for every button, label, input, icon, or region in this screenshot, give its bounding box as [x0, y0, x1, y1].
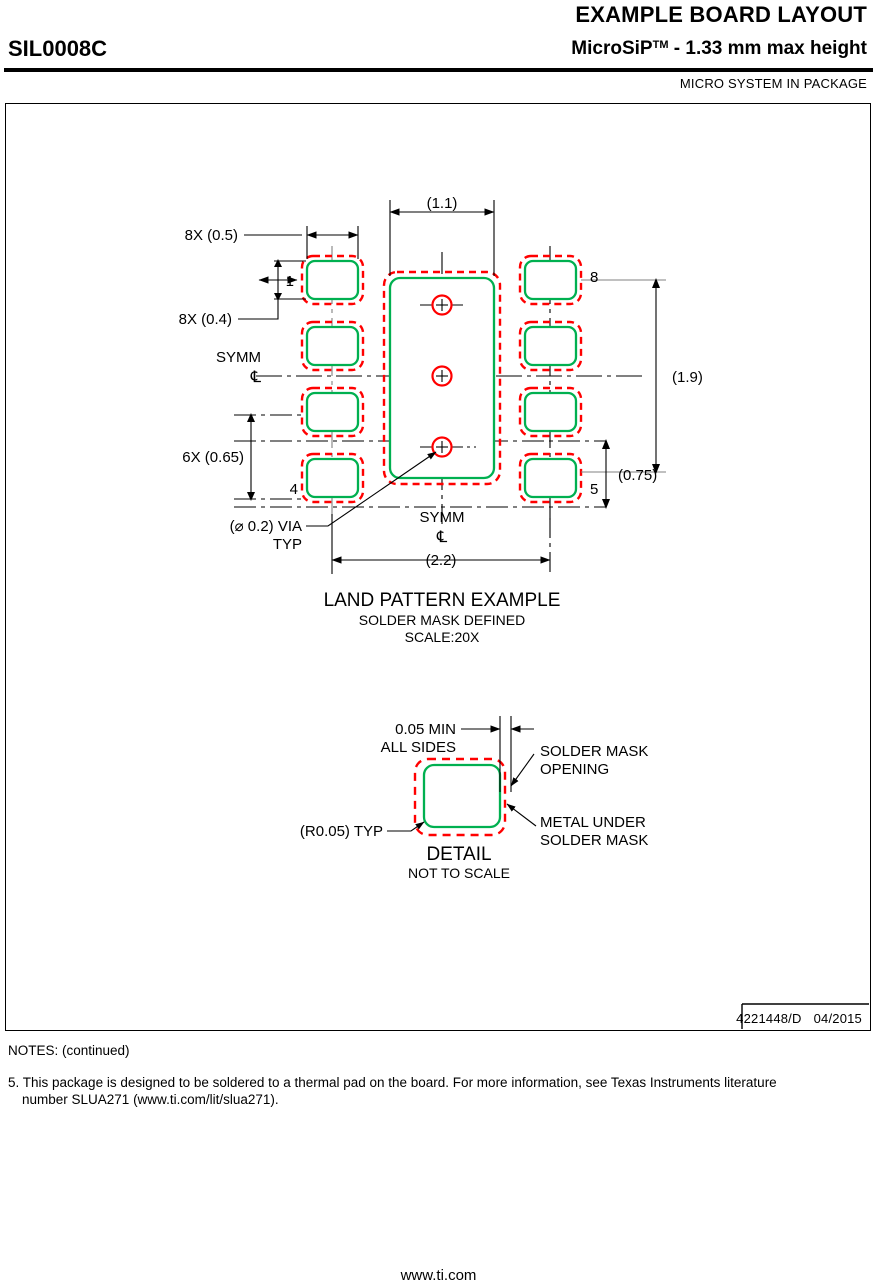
- solder-mask-opening: [300, 320, 365, 372]
- thermal-solder-mask-opening: [382, 270, 502, 486]
- technical-drawing: 8X (0.5) 8X (0.4): [179, 195, 869, 1029]
- pin-label-4: 4: [290, 481, 298, 498]
- symm-glyph-bottom: ℄: [436, 529, 448, 546]
- dim-label-overall-width: (2.2): [426, 552, 457, 569]
- pin-label-1: 1: [286, 273, 294, 290]
- doc-number-value: 4221448/D: [736, 1011, 802, 1026]
- dim-label-075: (0.75): [618, 467, 657, 484]
- detail-dim-line1: 0.05 MIN: [395, 721, 456, 738]
- pad-4: [300, 452, 365, 504]
- note-5-number: 5.: [8, 1075, 20, 1090]
- pad-metal: [305, 457, 360, 499]
- detail-subtitle: NOT TO SCALE: [408, 865, 510, 881]
- detail-drawing: 0.05 MIN ALL SIDES SOLDER MASK OPENING M…: [300, 716, 648, 881]
- symm-label-left: SYMM: [216, 349, 261, 366]
- note-item-5: 5. This package is designed to be solder…: [8, 1075, 868, 1109]
- package-name: MicroSiP: [571, 38, 653, 59]
- pad-metal: [305, 325, 360, 367]
- land-pattern-title: LAND PATTERN EXAMPLE: [324, 590, 561, 611]
- footer-url: www.ti.com: [400, 1267, 477, 1284]
- via-bottom: [420, 436, 476, 458]
- solder-mask-opening: [300, 452, 365, 504]
- pin-number-labels: 1 4 5 8: [286, 269, 599, 498]
- detail-solder-mask-opening: [413, 757, 507, 837]
- left-pad-group: [300, 254, 365, 504]
- via-callout-line1: (⌀ 0.2) VIA: [230, 518, 302, 535]
- pad-metal: [523, 391, 578, 433]
- trademark-symbol: TM: [652, 38, 669, 51]
- pin-label-5: 5: [590, 481, 598, 498]
- dim-overall-width: [331, 514, 551, 574]
- callout-metal-leader: [506, 803, 537, 827]
- pad-1: [300, 254, 365, 306]
- dim-thermal-width: [389, 200, 495, 276]
- dim-pad-height: [238, 259, 306, 320]
- solder-mask-opening: [518, 320, 583, 372]
- pad-3: [300, 386, 365, 438]
- header-subtitle: MICRO SYSTEM IN PACKAGE: [679, 76, 867, 91]
- solder-mask-opening: [518, 254, 583, 306]
- note-5-line2: number SLUA271 (www.ti.com/lit/slua271).: [22, 1091, 279, 1107]
- detail-pad-metal: [422, 763, 502, 829]
- header-divider: [4, 68, 873, 72]
- drawing-frame: 8X (0.5) 8X (0.4): [5, 103, 871, 1031]
- pad-metal: [305, 391, 360, 433]
- callout-radius: (R0.05) TYP: [300, 823, 383, 840]
- notes-heading: NOTES: (continued): [8, 1043, 130, 1058]
- callout-radius-leader: [387, 821, 425, 832]
- pad-metal: [523, 259, 578, 301]
- callout-solder-mask-line1: SOLDER MASK: [540, 743, 648, 760]
- solder-mask-opening: [300, 386, 365, 438]
- symm-label-bottom: SYMM: [420, 509, 465, 526]
- pad-metal: [523, 457, 578, 499]
- solder-mask-opening: [300, 254, 365, 306]
- pad-5: [518, 452, 583, 504]
- note-5-line1: This package is designed to be soldered …: [22, 1075, 777, 1090]
- detail-title: DETAIL: [426, 844, 491, 865]
- package-title: MicroSiPTM - 1.33 mm max height: [571, 38, 867, 60]
- solder-mask-opening: [518, 452, 583, 504]
- symm-glyph-left: ℄: [250, 369, 262, 386]
- land-pattern-subtitle-1: SOLDER MASK DEFINED: [359, 612, 525, 628]
- dim-label-thermal-width: (1.1): [427, 195, 458, 212]
- dim-pad-pitch-y: [234, 413, 302, 501]
- via-callout-leader: [306, 451, 437, 527]
- via-group: [420, 294, 476, 458]
- solder-mask-opening: [518, 386, 583, 438]
- right-pad-group: [518, 254, 583, 504]
- dim-label-overall-height: (1.9): [672, 369, 703, 386]
- pad-metal: [523, 325, 578, 367]
- dim-pad-width: [244, 226, 359, 259]
- part-number: SIL0008C: [8, 36, 108, 61]
- page-title: EXAMPLE BOARD LAYOUT: [575, 2, 867, 27]
- callout-metal-line2: SOLDER MASK: [540, 832, 648, 849]
- callout-solder-mask-line2: OPENING: [540, 761, 609, 778]
- via-middle: [431, 365, 453, 387]
- dim-075: [602, 439, 610, 509]
- dim-overall-height: [581, 278, 666, 474]
- via-top: [420, 294, 464, 316]
- doc-date-value: 04/2015: [813, 1011, 862, 1026]
- pad-metal: [305, 259, 360, 301]
- pad-2: [300, 320, 365, 372]
- pin-leader-lines: [274, 260, 302, 300]
- land-pattern-subtitle-2: SCALE:20X: [405, 629, 480, 645]
- detail-dim-line2: ALL SIDES: [381, 739, 456, 756]
- dim-label-pad-width: 8X (0.5): [185, 227, 238, 244]
- pad-7: [518, 320, 583, 372]
- pad-8: [518, 254, 583, 306]
- callout-metal-line1: METAL UNDER: [540, 814, 646, 831]
- pad-6: [518, 386, 583, 438]
- pin-label-8: 8: [590, 269, 598, 286]
- land-pattern-drawing: 8X (0.5) 8X (0.4): [179, 195, 703, 645]
- dim-label-pad-pitch-y: 6X (0.65): [182, 449, 244, 466]
- callout-solder-mask-leader: [510, 753, 535, 787]
- dim-label-pad-height: 8X (0.4): [179, 311, 232, 328]
- package-height: - 1.33 mm max height: [673, 38, 867, 59]
- document-number: 4221448/D 04/2015: [736, 1011, 862, 1026]
- via-callout-line2: TYP: [273, 536, 302, 553]
